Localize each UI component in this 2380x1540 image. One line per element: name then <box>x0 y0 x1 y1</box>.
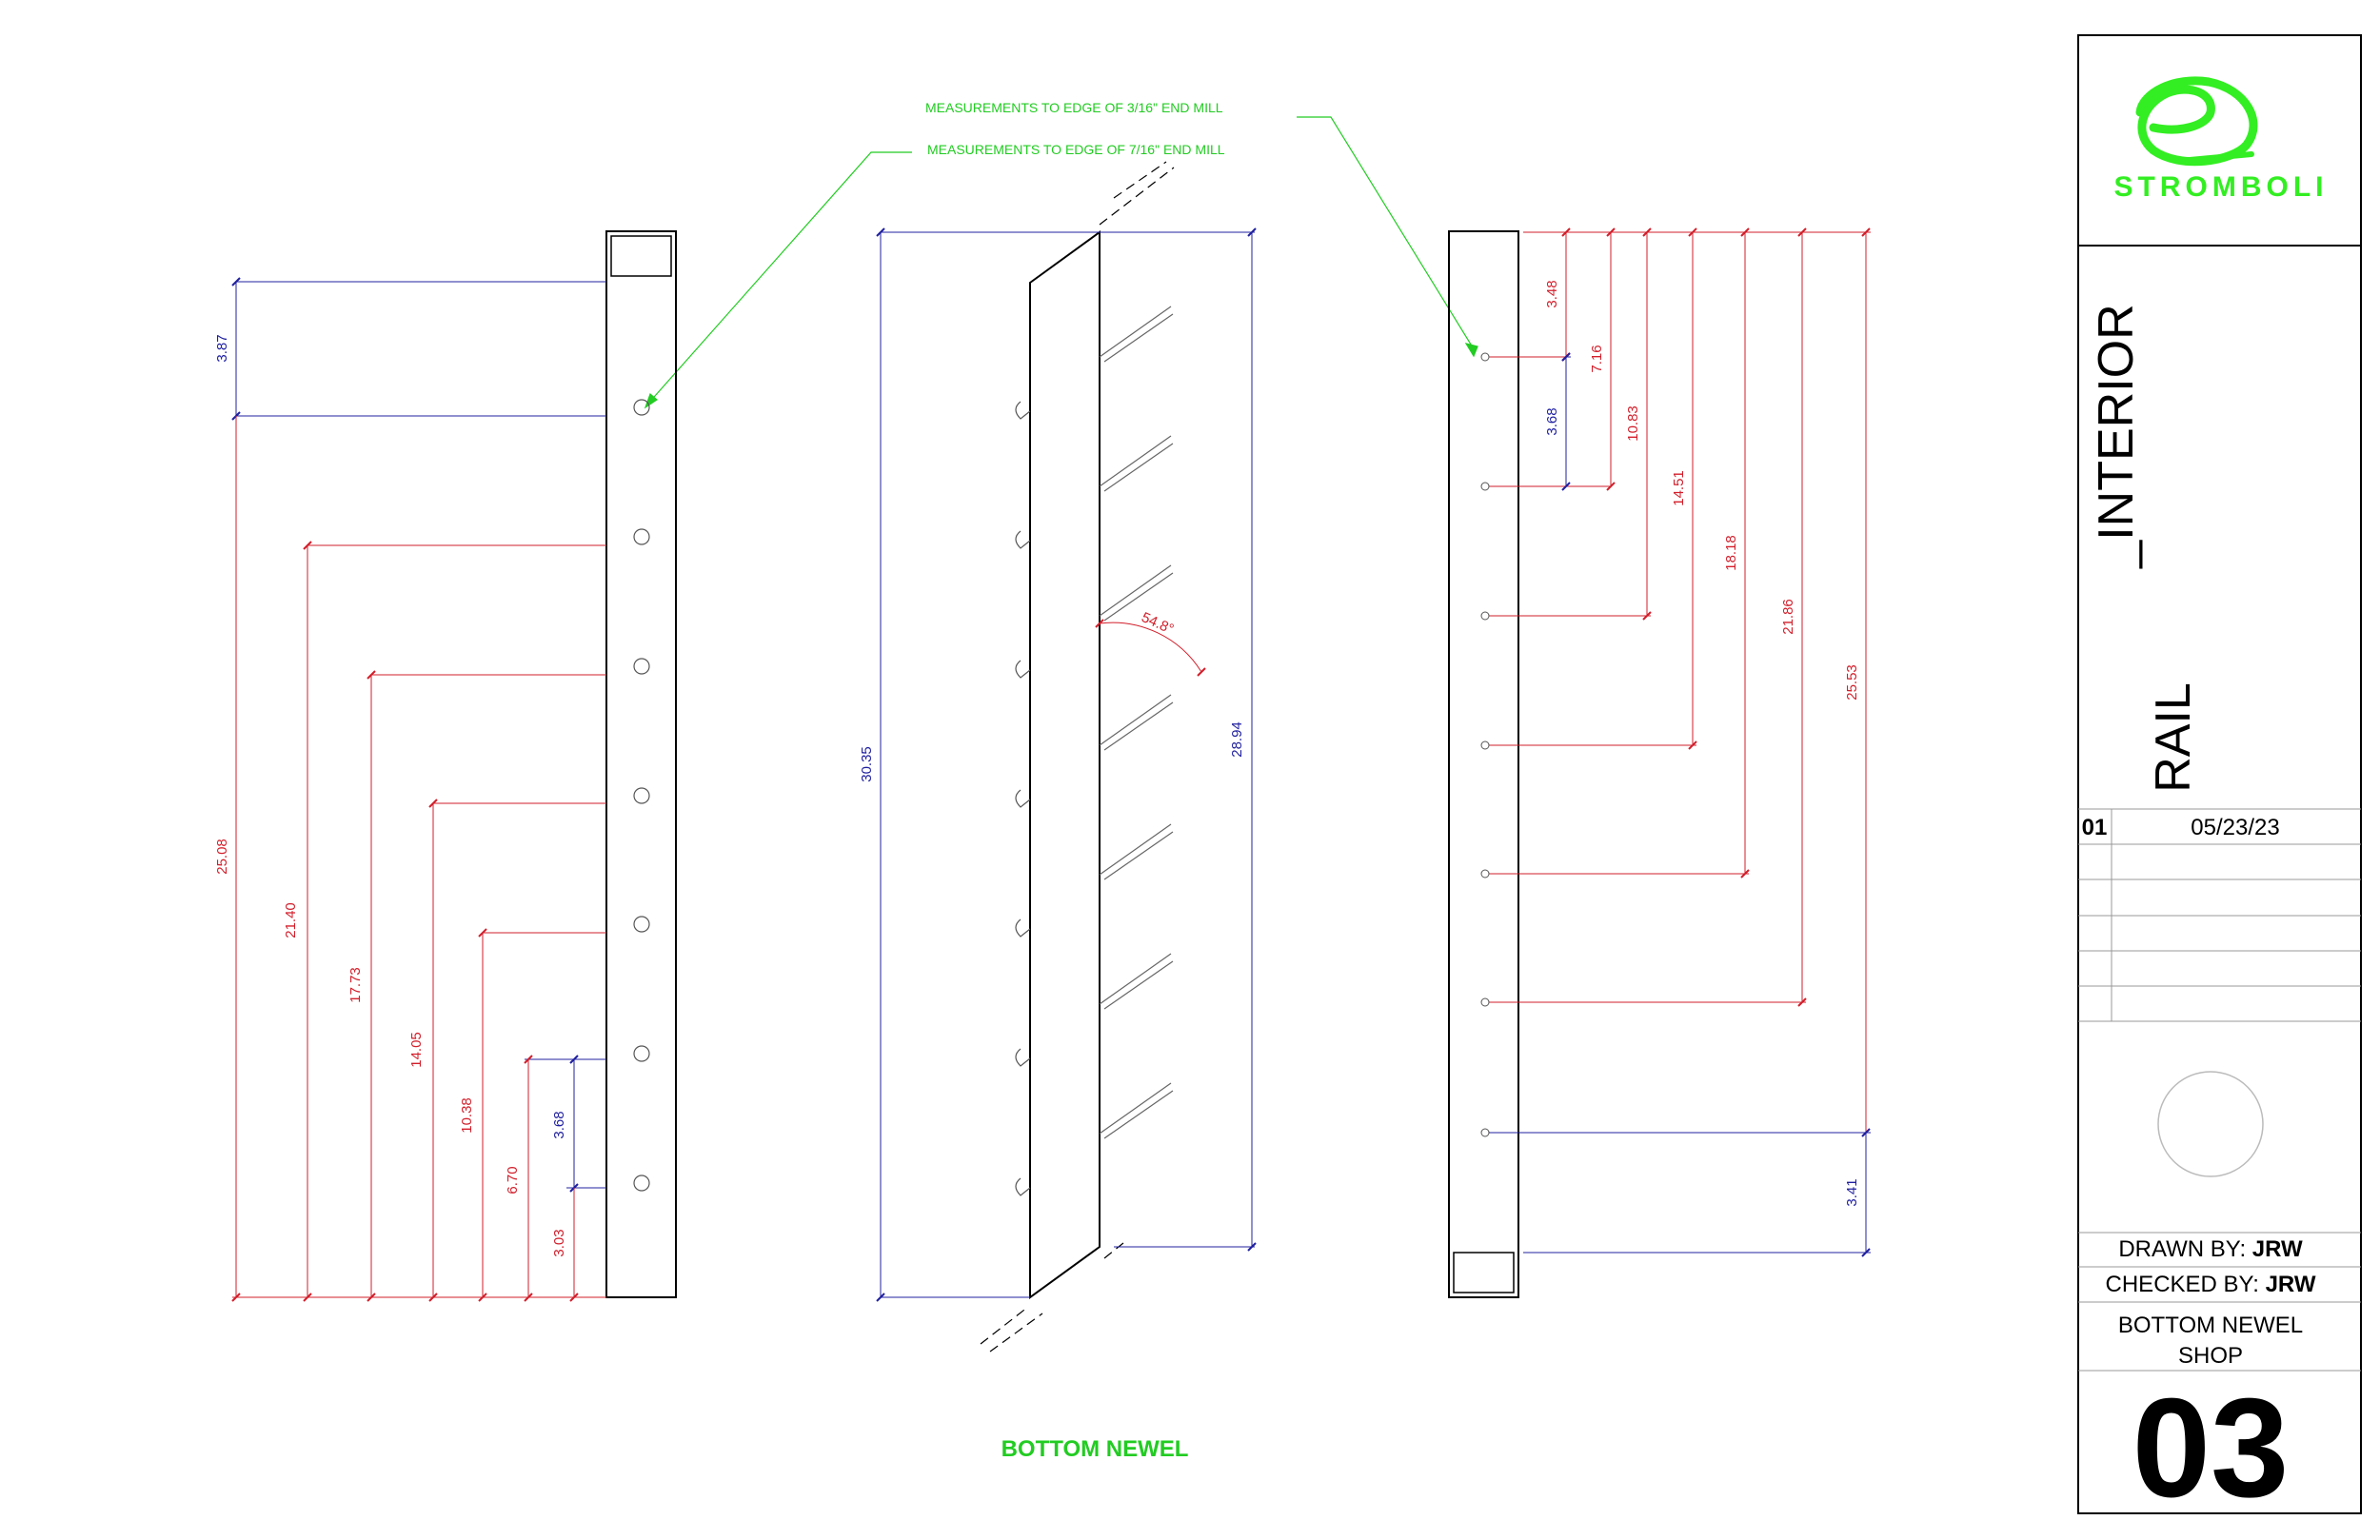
dim-label: 10.83 <box>1625 405 1641 442</box>
dim-label: 6.70 <box>505 1166 521 1194</box>
hole-marker <box>1480 740 1490 750</box>
hole-marker <box>1480 482 1490 491</box>
callout-note-7-16: MEASUREMENTS TO EDGE OF 7/16" END MILL <box>927 142 1225 157</box>
callout-leaders <box>644 116 1478 409</box>
baluster-bore-lines <box>1099 306 1174 1139</box>
dim-label: 10.38 <box>459 1097 475 1134</box>
checked-by-label: CHECKED BY: <box>2106 1272 2259 1297</box>
sheet-subject: RAIL <box>2146 682 2201 793</box>
project-name: _INTERIOR <box>2089 304 2144 568</box>
hole-marker <box>1480 611 1490 621</box>
hole-centers <box>1480 352 1490 1137</box>
baluster-holes <box>633 399 650 1192</box>
dim-label: 30.35 <box>859 746 875 782</box>
revision-number: 01 <box>2082 815 2108 840</box>
hole-marker <box>633 787 650 804</box>
right-dimension-labels: 3.48 7.16 3.68 10.83 14.51 18.18 21.86 2… <box>1544 280 1860 1206</box>
dim-label: 17.73 <box>347 967 364 1003</box>
angle-label: 54.8° <box>1139 609 1176 638</box>
middle-section-view: 54.8° 30.35 28.94 BOTTOM NEWEL <box>859 161 1257 1462</box>
dim-label: 3.41 <box>1844 1178 1860 1206</box>
hole-marker <box>1480 997 1490 1007</box>
dim-label: 21.86 <box>1780 599 1796 635</box>
newel-base-block <box>1453 1252 1515 1293</box>
dim-label: 7.16 <box>1589 345 1605 372</box>
left-dimension-labels: 3.87 25.08 21.40 17.73 14.05 10.38 6.70 … <box>214 334 567 1256</box>
checked-by-row: CHECKED BY: JRW <box>2106 1272 2316 1297</box>
hole-marker <box>633 916 650 933</box>
checked-by-value: JRW <box>2266 1272 2316 1297</box>
angle-dimension <box>1095 619 1206 677</box>
revision-date: 05/23/23 <box>2191 815 2279 840</box>
hole-marker <box>633 399 650 416</box>
drawn-by-label: DRAWN BY: <box>2118 1236 2246 1262</box>
drawn-by-row: DRAWN BY: JRW <box>2118 1236 2303 1262</box>
left-red-dimensions <box>231 416 606 1302</box>
rail-section-outline <box>1029 230 1101 1299</box>
dim-label: 18.18 <box>1723 535 1739 571</box>
hole-marker <box>1480 1128 1490 1137</box>
right-red-dimensions <box>1489 227 1871 1133</box>
logo-wordmark: STROMBOLI <box>2114 171 2329 203</box>
sheet-number: 03 <box>2132 1370 2290 1527</box>
newel-post-outline <box>1448 230 1519 1298</box>
dim-label: 3.48 <box>1544 280 1560 307</box>
left-elevation-view: 3.87 25.08 21.40 17.73 14.05 10.38 6.70 … <box>214 230 677 1302</box>
drawing-label: BOTTOM NEWEL <box>1002 1436 1189 1462</box>
hole-marker <box>1480 352 1490 362</box>
sheet-title-line-1: BOTTOM NEWEL <box>2118 1313 2303 1338</box>
dim-label: 3.87 <box>214 334 230 362</box>
dim-label: 21.40 <box>283 902 299 938</box>
newel-post-outline <box>605 230 677 1298</box>
right-blue-dimensions <box>1489 352 1871 1257</box>
hole-marker <box>1480 869 1490 879</box>
sheet-title-line-2: SHOP <box>2178 1343 2243 1369</box>
stromboli-logo <box>2135 76 2258 167</box>
dim-label: 3.68 <box>551 1111 567 1138</box>
drawn-by-value: JRW <box>2252 1236 2303 1262</box>
hole-marker <box>633 528 650 545</box>
dim-label: 25.53 <box>1844 664 1860 701</box>
leader-3-16 <box>1297 116 1477 353</box>
title-block: STROMBOLI _INTERIOR RAIL 01 05/23/23 DRA… <box>2077 34 2362 1527</box>
bore-entry-marks <box>1015 401 1031 1196</box>
dim-label: 25.08 <box>214 839 230 875</box>
newel-cap-block <box>610 235 672 277</box>
callout-note-3-16: MEASUREMENTS TO EDGE OF 3/16" END MILL <box>925 100 1223 115</box>
hole-marker <box>633 1045 650 1062</box>
dim-label: 3.68 <box>1544 407 1560 435</box>
break-lines <box>980 161 1175 1352</box>
hole-marker <box>633 1175 650 1192</box>
hole-marker <box>633 658 650 675</box>
title-block-frame <box>2077 34 2362 1514</box>
stamp-circle <box>2157 1071 2264 1177</box>
revision-table <box>2078 808 2361 1022</box>
dim-label: 14.51 <box>1671 470 1687 506</box>
leader-arrowhead <box>1464 343 1478 358</box>
dim-label: 3.03 <box>551 1229 567 1256</box>
leader-7-16 <box>646 151 912 405</box>
right-elevation-view: 3.48 7.16 3.68 10.83 14.51 18.18 21.86 2… <box>1448 227 1871 1298</box>
dim-label: 14.05 <box>408 1032 425 1068</box>
left-blue-dimensions <box>231 277 606 1193</box>
middle-blue-dimensions <box>876 227 1257 1302</box>
dim-label: 28.94 <box>1229 721 1245 758</box>
